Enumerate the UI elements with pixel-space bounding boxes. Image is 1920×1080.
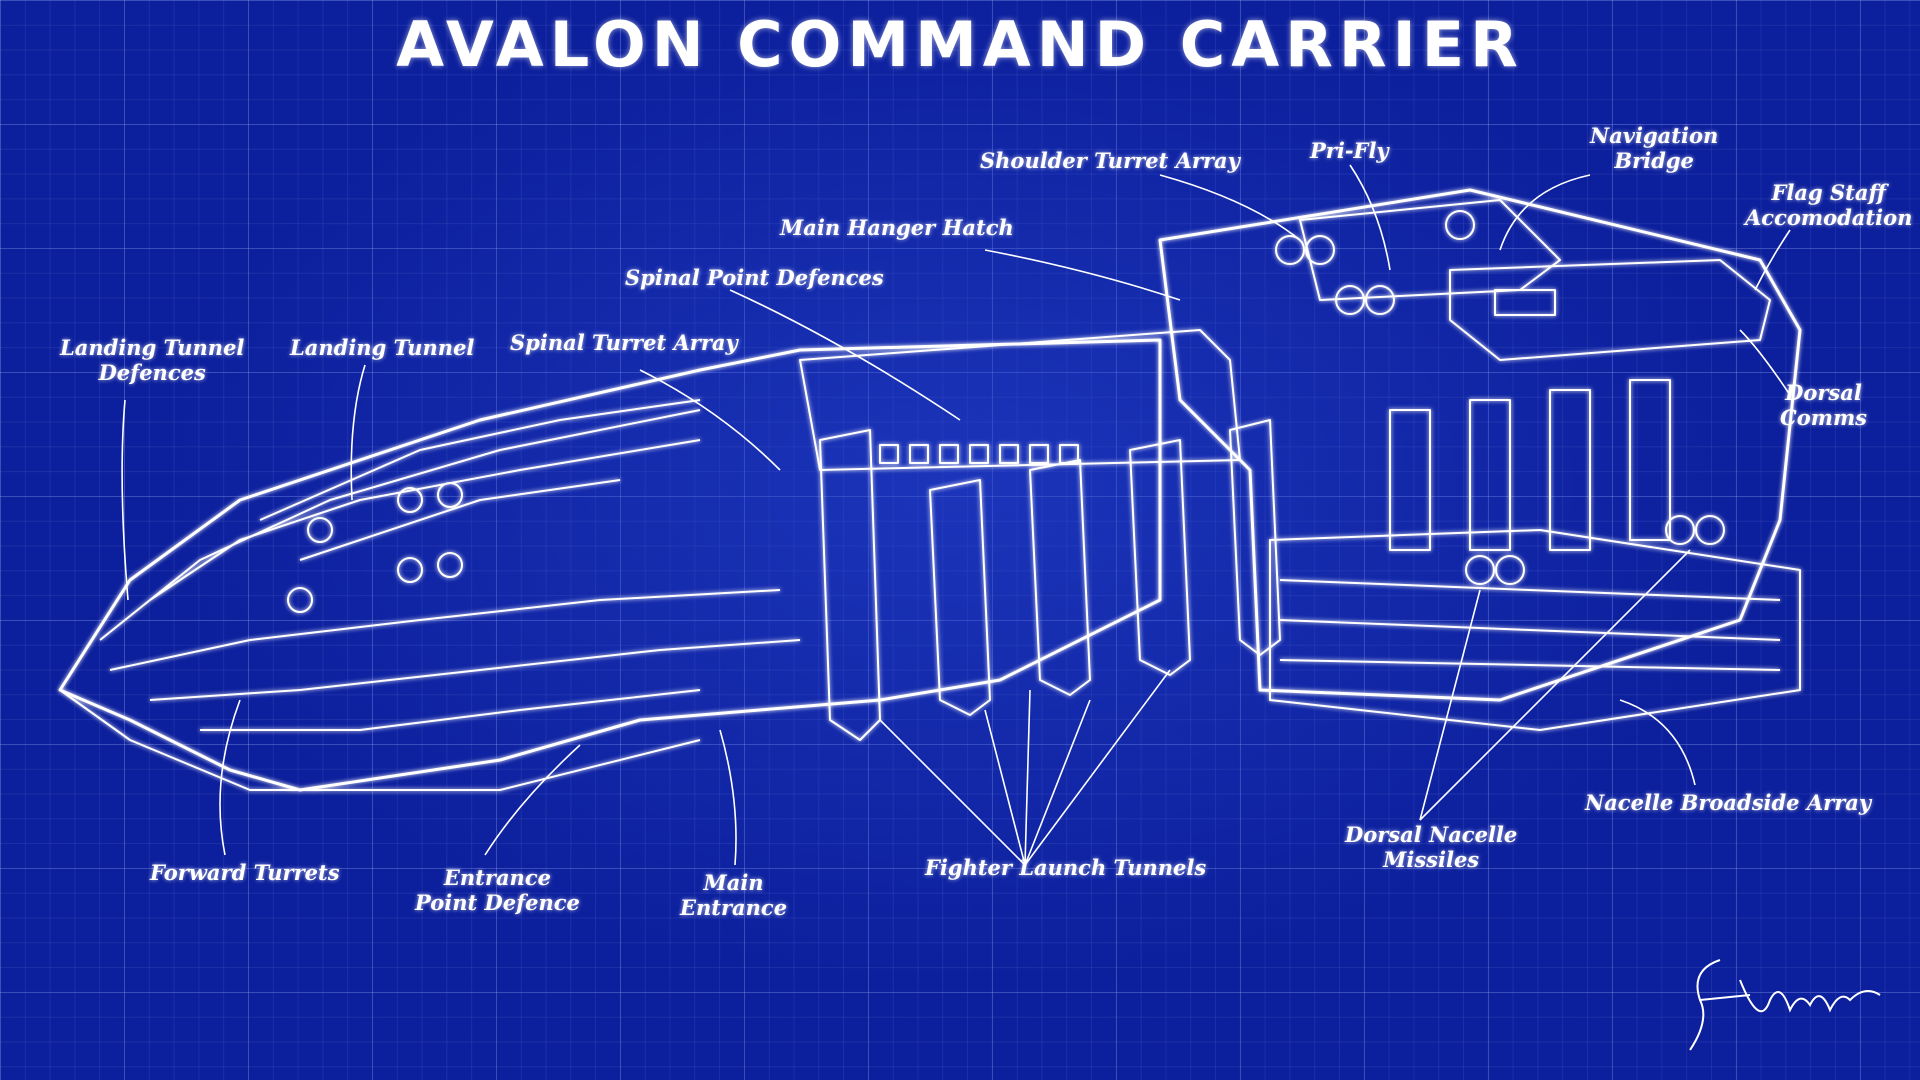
leader-fighter-launch-2 — [984, 709, 1026, 866]
nacelle-missile-pods — [1465, 515, 1725, 585]
nacelle-fins — [1389, 379, 1671, 551]
leader-fighter-launch-4 — [1024, 699, 1091, 866]
shoulder-turrets — [1275, 210, 1475, 315]
leader-dorsal-missiles-2 — [1419, 549, 1691, 821]
leader-main-entrance — [719, 729, 737, 866]
label-landing-tunnel: Landing Tunnel — [290, 335, 475, 360]
leader-entrance-point-defence — [484, 744, 581, 856]
leader-flag-staff — [1754, 229, 1791, 291]
leader-landing-tunnel — [350, 364, 366, 501]
leader-shoulder-turret-array — [1159, 174, 1301, 241]
spinal-deck — [799, 329, 1241, 471]
nacelle-ridges — [1279, 579, 1781, 671]
label-shoulder-turret-array: Shoulder Turret Array — [980, 148, 1240, 173]
hull-ridge-2 — [149, 439, 701, 601]
superstructure — [1158, 188, 1802, 702]
forward-turret-group — [287, 482, 463, 613]
label-forward-turrets: Forward Turrets — [150, 860, 340, 885]
label-spinal-turret-array: Spinal Turret Array — [510, 330, 738, 355]
label-flag-staff-accomodation: Flag Staff Accomodation — [1745, 180, 1913, 230]
leader-lines — [121, 164, 1791, 866]
bridge-tower — [1299, 199, 1561, 301]
artist-signature — [1689, 959, 1881, 1051]
spinal-point-defence-boxes — [879, 444, 1079, 464]
page-title: AVALON COMMAND CARRIER — [396, 8, 1524, 81]
leader-fighter-launch-5 — [1024, 669, 1171, 866]
hull-ridge-3 — [109, 589, 781, 671]
hull-ridge-4 — [149, 639, 801, 701]
leader-fighter-launch-3 — [1024, 689, 1031, 866]
label-main-hanger-hatch: Main Hanger Hatch — [780, 215, 1014, 240]
label-fighter-launch-tunnels: Fighter Launch Tunnels — [925, 855, 1207, 880]
label-entrance-point-defence: Entrance Point Defence — [415, 865, 580, 915]
nacelle-body — [1269, 529, 1801, 731]
hull-outline — [58, 338, 1162, 792]
leader-spinal-point-defences — [729, 289, 961, 421]
flag-staff-deck — [1449, 259, 1771, 361]
hull-spine — [259, 399, 701, 561]
hull-ridge-1 — [99, 409, 701, 641]
label-spinal-point-defences: Spinal Point Defences — [625, 265, 884, 290]
leader-dorsal-comms — [1739, 329, 1791, 396]
leader-landing-tunnel-defences — [121, 399, 129, 601]
leader-fighter-launch-1 — [879, 719, 1026, 866]
leader-main-hanger-hatch — [984, 249, 1181, 301]
label-dorsal-comms: Dorsal Comms — [1780, 380, 1867, 430]
label-main-entrance: Main Entrance — [680, 870, 788, 920]
label-navigation-bridge: Navigation Bridge — [1590, 123, 1719, 173]
leader-pri-fly — [1349, 164, 1391, 271]
label-nacelle-broadside-array: Nacelle Broadside Array — [1585, 790, 1872, 815]
leader-nacelle-broadside — [1619, 699, 1696, 786]
hull-ridge-5 — [200, 689, 701, 731]
hull-lower-edge — [59, 689, 701, 791]
leader-dorsal-missiles-1 — [1419, 589, 1481, 821]
leader-navigation-bridge — [1499, 174, 1591, 251]
bridge-window — [1494, 289, 1556, 316]
label-dorsal-nacelle-missiles: Dorsal Nacelle Missiles — [1345, 822, 1518, 872]
leader-forward-turrets — [219, 699, 241, 856]
leader-spinal-turret-array — [639, 369, 781, 471]
label-pri-fly: Pri-Fly — [1310, 138, 1389, 163]
label-landing-tunnel-defences: Landing Tunnel Defences — [60, 335, 245, 385]
